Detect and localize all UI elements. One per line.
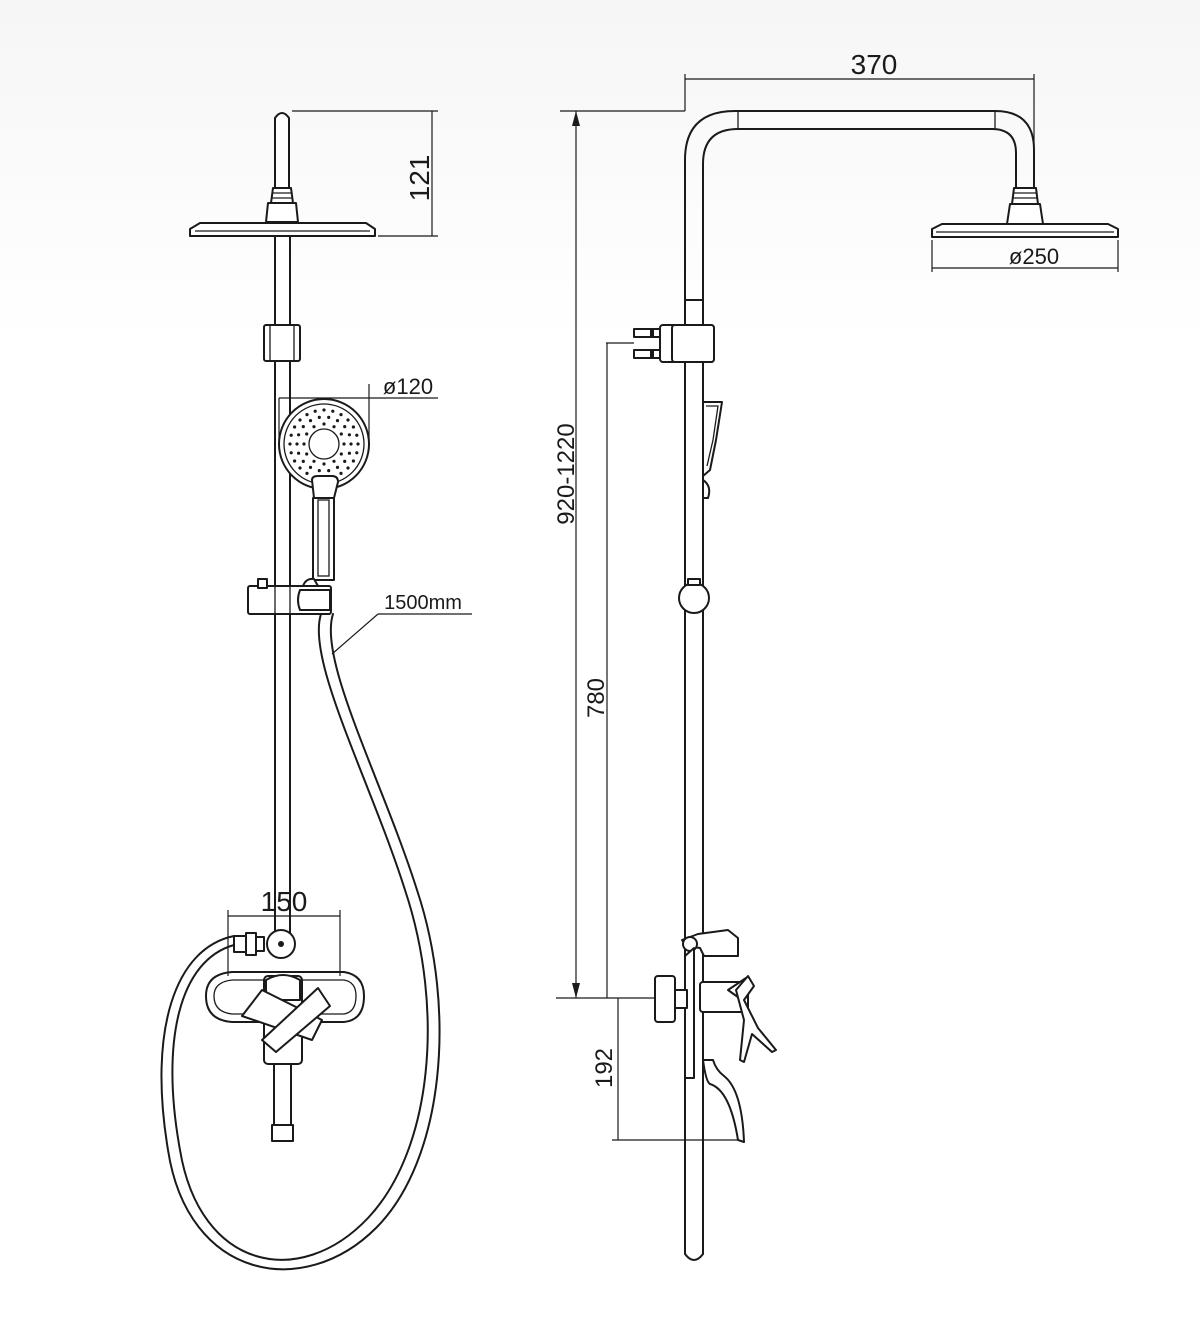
side-view: 370 ø250 920-1220 780 19	[553, 49, 1119, 1261]
dim-label-370: 370	[851, 49, 898, 80]
dim-label-920-1220: 920-1220	[553, 423, 580, 524]
front-sliding-holder	[247, 577, 332, 615]
dim-hose-length: 1500mm	[331, 592, 472, 655]
side-overhead-shower-head	[931, 223, 1119, 238]
front-hand-shower	[278, 398, 370, 581]
dim-label-192: 192	[591, 1048, 618, 1088]
dim-spout-height: 192	[591, 998, 738, 1141]
side-overhead-arm	[684, 110, 1035, 301]
dim-label-780: 780	[583, 678, 610, 718]
side-slide-bar	[684, 299, 704, 1261]
dim-label-150: 150	[261, 886, 308, 917]
front-head-connector	[270, 187, 294, 204]
front-view: 121 ø120 1500mm 150	[160, 110, 472, 1271]
front-top-holder	[263, 324, 301, 362]
dim-head-diameter: ø250	[931, 240, 1119, 272]
dim-handshower-diameter: ø120	[278, 374, 438, 444]
dim-label-121: 121	[404, 155, 435, 202]
dim-side-arm-length: 370	[684, 49, 1035, 188]
hand-shower-nozzles	[288, 408, 360, 480]
dim-valve-width: 150	[227, 886, 341, 976]
front-overhead-shower-head	[189, 222, 376, 237]
dim-total-height: 920-1220	[553, 110, 685, 998]
front-top-riser	[274, 112, 290, 191]
dim-front-top-height: 121	[292, 110, 438, 237]
side-slider-knob	[678, 582, 710, 614]
dim-label-1500mm: 1500mm	[384, 592, 462, 614]
dim-slide-height: 780	[583, 342, 634, 998]
side-mixer-valve	[654, 929, 777, 1143]
dim-label-250: ø250	[1009, 244, 1059, 269]
dim-label-120: ø120	[383, 374, 433, 399]
side-hand-shower	[702, 401, 723, 499]
front-mixer-valve	[205, 929, 365, 1142]
side-top-holder	[633, 324, 715, 363]
front-hose	[171, 613, 429, 1261]
